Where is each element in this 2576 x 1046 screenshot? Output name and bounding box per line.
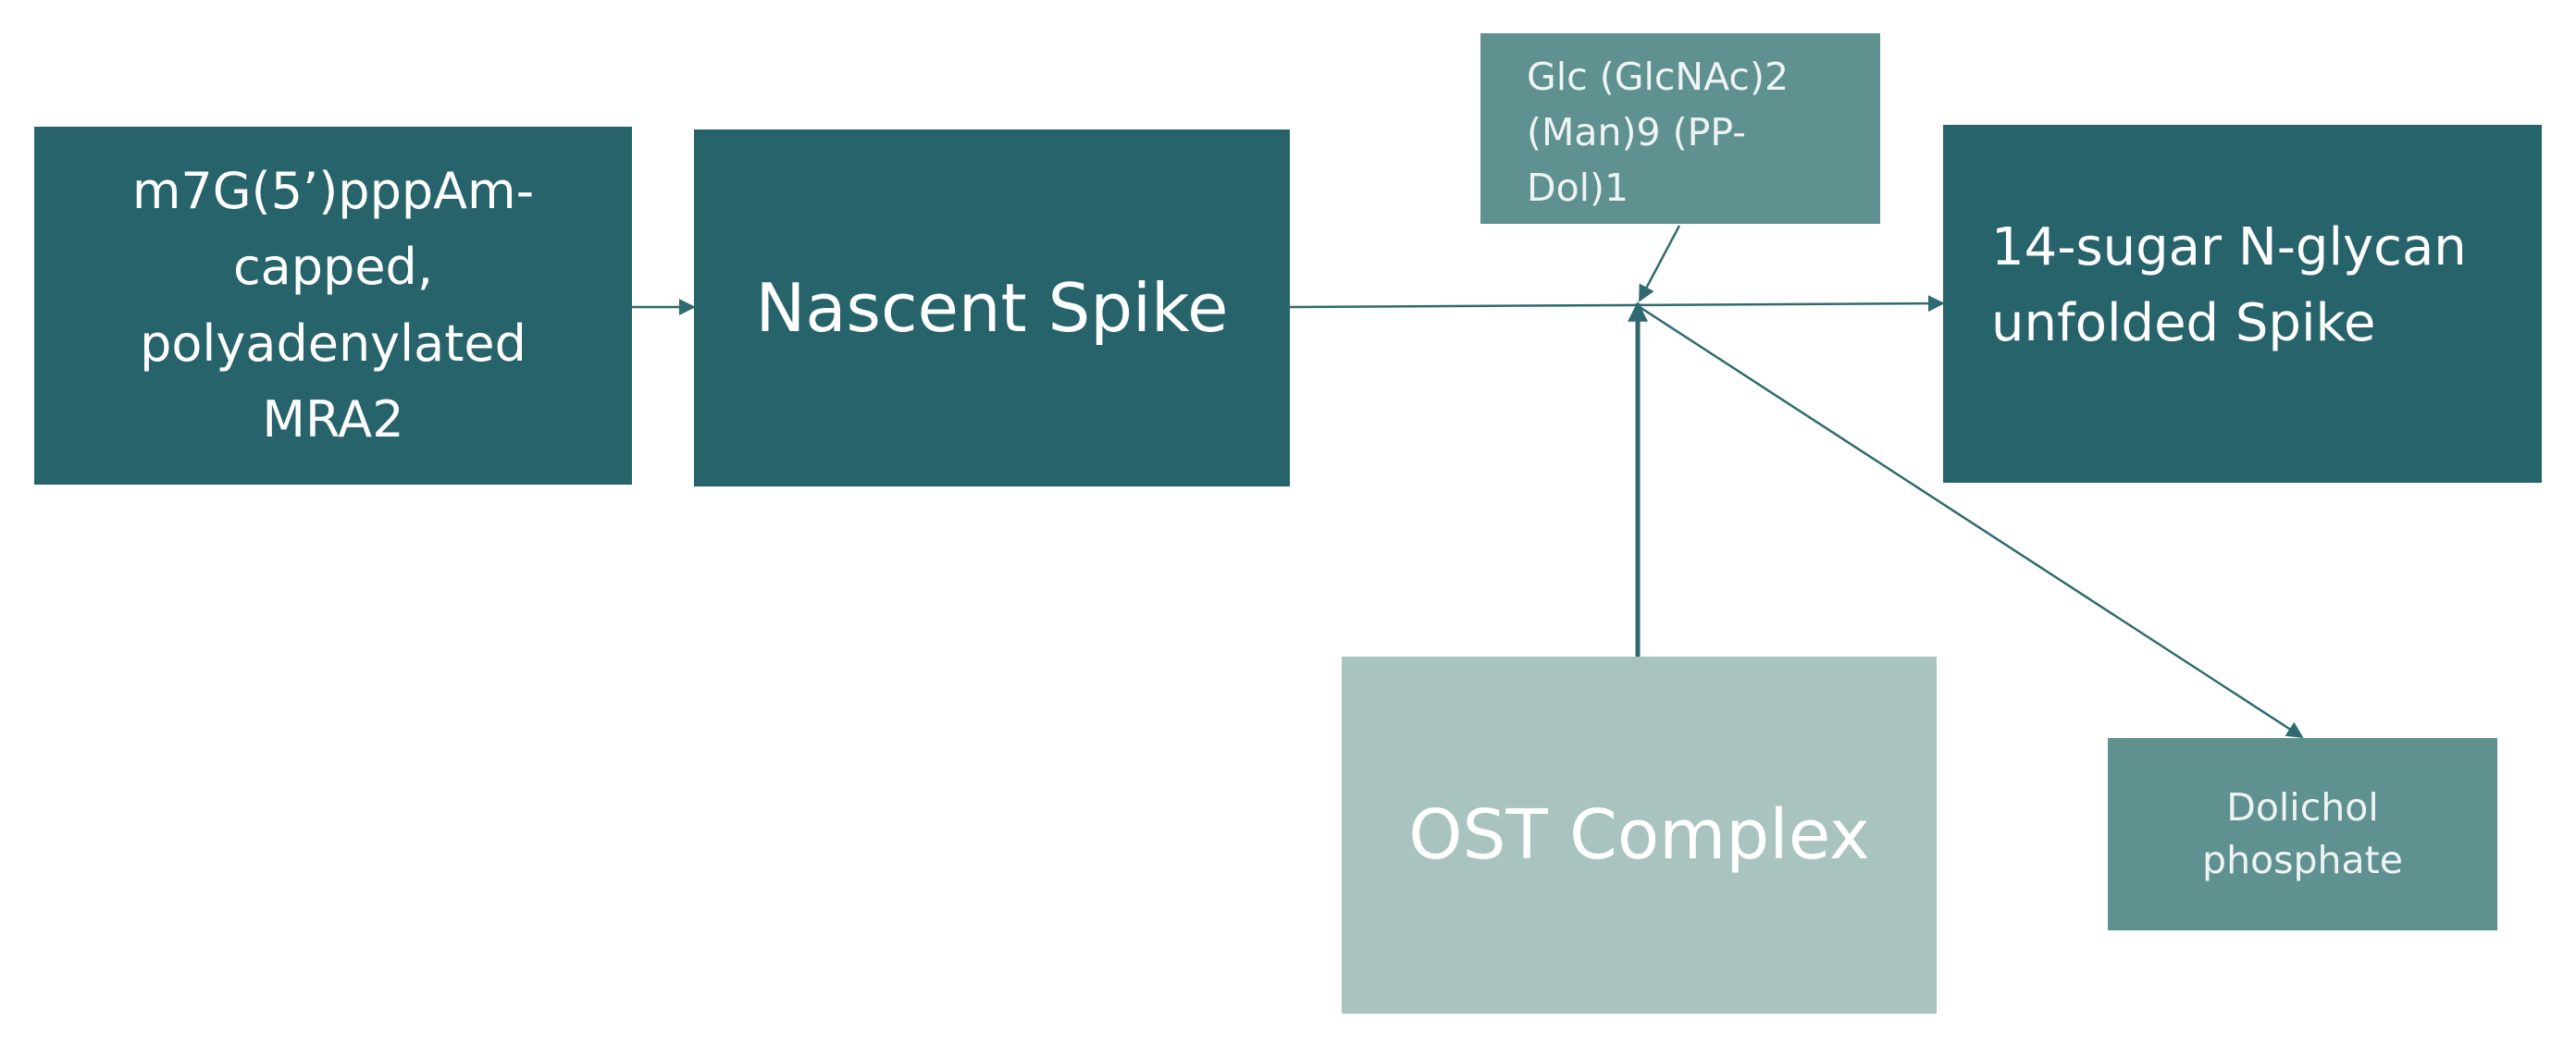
node-sugar-spike-line-2: unfolded Spike	[1991, 292, 2376, 353]
arrow-nascent-to-sugar-spike	[1289, 295, 1945, 313]
node-nascent-spike-label: Nascent Spike	[755, 269, 1229, 347]
node-ost-complex-label: OST Complex	[1408, 795, 1870, 875]
node-mrna: m7G(5’)pppAm- capped, polyadenylated MRA…	[34, 127, 632, 485]
node-glc-line-1: Glc (GlcNAc)2	[1527, 55, 1790, 99]
arrow-glc-to-reaction	[1638, 225, 1681, 302]
node-sugar-spike: 14-sugar N-glycan unfolded Spike	[1943, 125, 2542, 483]
node-ost-complex: OST Complex	[1342, 657, 1937, 1014]
node-mrna-line-4: MRA2	[262, 389, 404, 449]
node-glc-label: Glc (GlcNAc)2 (Man)9 (PP- Dol)1	[1527, 50, 1789, 216]
node-dolichol: Dolichol phosphate	[2108, 738, 2497, 930]
node-dolichol-label: Dolichol phosphate	[2202, 781, 2403, 886]
node-glc: Glc (GlcNAc)2 (Man)9 (PP- Dol)1	[1480, 33, 1880, 224]
node-dolichol-line-1: Dolichol	[2226, 785, 2379, 831]
node-nascent-spike: Nascent Spike	[694, 129, 1290, 486]
node-dolichol-line-2: phosphate	[2202, 838, 2403, 882]
node-mrna-line-3: polyadenylated	[140, 314, 526, 373]
node-mrna-line-2: capped,	[232, 238, 433, 297]
node-glc-line-2: (Man)9 (PP-	[1527, 109, 1746, 154]
node-sugar-spike-label: 14-sugar N-glycan unfolded Spike	[1991, 210, 2467, 360]
arrow-reaction-to-dolichol	[1639, 305, 2304, 739]
node-sugar-spike-line-1: 14-sugar N-glycan	[1991, 217, 2467, 278]
node-glc-line-3: Dol)1	[1527, 165, 1629, 210]
node-mrna-label: m7G(5’)pppAm- capped, polyadenylated MRA…	[132, 154, 534, 457]
node-mrna-line-1: m7G(5’)pppAm-	[131, 162, 535, 221]
